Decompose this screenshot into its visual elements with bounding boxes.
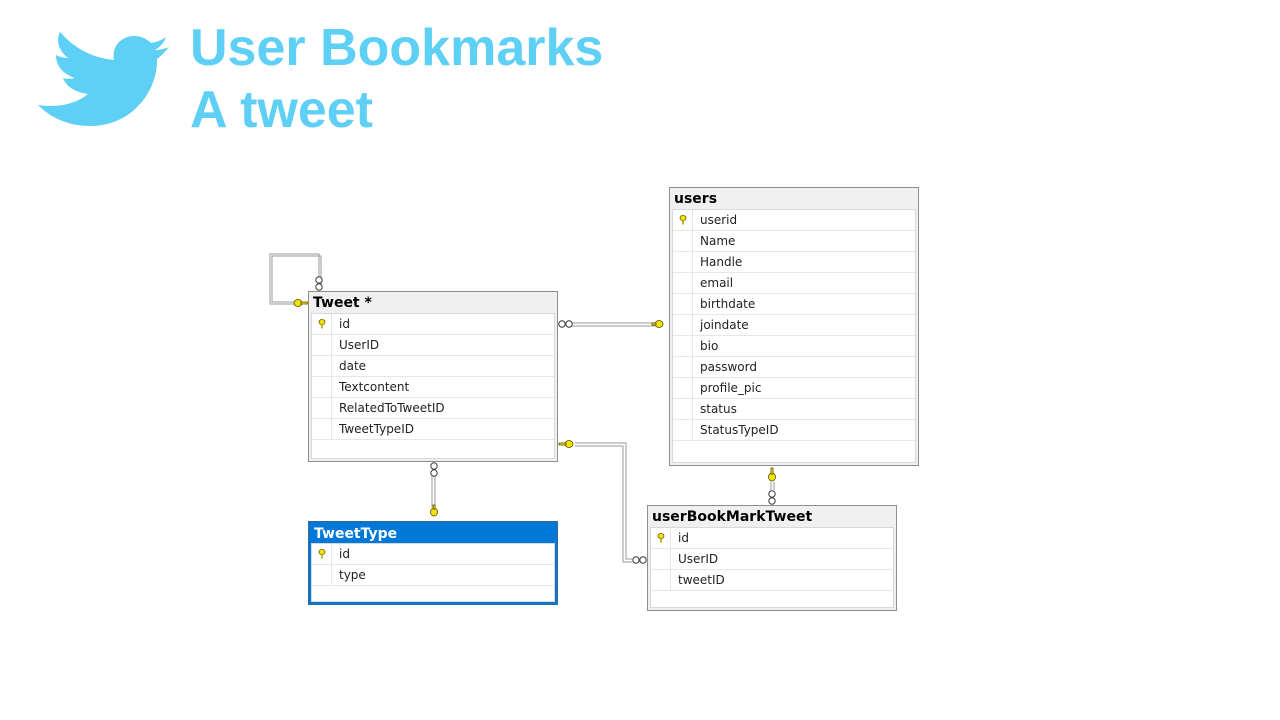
- row-selector[interactable]: [673, 420, 693, 440]
- key-icon: [293, 299, 309, 307]
- column-row[interactable]: Name: [673, 231, 915, 252]
- column-row[interactable]: id: [651, 528, 893, 549]
- table-title: users: [674, 191, 718, 207]
- slide-title: User Bookmarks: [190, 19, 604, 77]
- column-name: bio: [700, 339, 719, 353]
- column-name: Textcontent: [339, 380, 410, 394]
- key-icon: [318, 549, 326, 559]
- column-row[interactable]: type: [312, 565, 554, 586]
- column-row[interactable]: TweetTypeID: [312, 419, 554, 440]
- column-row[interactable]: id: [312, 314, 554, 335]
- row-selector[interactable]: [312, 356, 332, 376]
- row-selector[interactable]: [651, 528, 671, 548]
- column-name: profile_pic: [700, 381, 762, 395]
- bookmark-tweet-line: [575, 442, 632, 560]
- column-row[interactable]: bio: [673, 336, 915, 357]
- column-row[interactable]: Textcontent: [312, 377, 554, 398]
- row-selector[interactable]: [651, 570, 671, 590]
- row-selector[interactable]: [312, 398, 332, 418]
- column-name: type: [339, 568, 366, 582]
- column-row[interactable]: status: [673, 399, 915, 420]
- column-row[interactable]: date: [312, 356, 554, 377]
- row-selector[interactable]: [673, 357, 693, 377]
- column-list: id type: [311, 543, 555, 602]
- row-selector[interactable]: [312, 335, 332, 355]
- column-row[interactable]: UserID: [312, 335, 554, 356]
- column-name: joindate: [700, 318, 749, 332]
- column-row[interactable]: email: [673, 273, 915, 294]
- column-name: date: [339, 359, 367, 373]
- column-name: birthdate: [700, 297, 756, 311]
- row-selector[interactable]: [673, 294, 693, 314]
- key-icon: [318, 319, 326, 329]
- column-name: password: [700, 360, 757, 374]
- row-selector[interactable]: [673, 210, 693, 230]
- infinity-icon: [632, 556, 647, 564]
- column-row[interactable]: userid: [673, 210, 915, 231]
- slide-subtitle: A tweet: [190, 81, 373, 139]
- column-name: UserID: [339, 338, 380, 352]
- row-selector[interactable]: [673, 399, 693, 419]
- row-selector[interactable]: [312, 565, 332, 585]
- key-icon: [430, 504, 438, 517]
- table-title: Tweet *: [313, 295, 372, 311]
- row-selector[interactable]: [673, 252, 693, 272]
- twitter-bird-icon: [38, 32, 169, 126]
- column-row[interactable]: tweetID: [651, 570, 893, 591]
- row-selector[interactable]: [312, 314, 332, 334]
- row-selector[interactable]: [673, 273, 693, 293]
- row-selector[interactable]: [673, 231, 693, 251]
- column-row[interactable]: password: [673, 357, 915, 378]
- row-selector[interactable]: [312, 544, 332, 564]
- key-icon: [651, 320, 664, 328]
- column-name: Name: [700, 234, 736, 248]
- column-row[interactable]: Handle: [673, 252, 915, 273]
- key-icon: [768, 467, 776, 482]
- column-name: userid: [700, 213, 738, 227]
- column-row[interactable]: RelatedToTweetID: [312, 398, 554, 419]
- column-name: status: [700, 402, 737, 416]
- column-row[interactable]: id: [312, 544, 554, 565]
- column-row[interactable]: profile_pic: [673, 378, 915, 399]
- column-row[interactable]: birthdate: [673, 294, 915, 315]
- infinity-icon: [315, 276, 323, 291]
- row-selector[interactable]: [673, 378, 693, 398]
- column-name: StatusTypeID: [700, 423, 779, 437]
- column-name: UserID: [678, 552, 719, 566]
- key-icon: [657, 533, 665, 543]
- row-selector[interactable]: [651, 549, 671, 569]
- table-title: userBookMarkTweet: [652, 509, 813, 525]
- column-name: tweetID: [678, 573, 725, 587]
- column-name: email: [700, 276, 734, 290]
- column-name: id: [339, 547, 350, 561]
- table-title: TweetType: [314, 526, 398, 542]
- column-name: RelatedToTweetID: [339, 401, 445, 415]
- column-name: TweetTypeID: [339, 422, 414, 436]
- column-row[interactable]: StatusTypeID: [673, 420, 915, 441]
- row-selector[interactable]: [673, 315, 693, 335]
- self-relationship-line: [269, 253, 320, 305]
- row-selector[interactable]: [312, 377, 332, 397]
- table-tweettype[interactable]: TweetType id type: [308, 521, 558, 605]
- infinity-icon: [768, 490, 776, 505]
- column-row[interactable]: UserID: [651, 549, 893, 570]
- column-row[interactable]: joindate: [673, 315, 915, 336]
- key-icon: [679, 215, 687, 225]
- column-name: id: [678, 531, 689, 545]
- column-name: Handle: [700, 255, 743, 269]
- row-selector[interactable]: [673, 336, 693, 356]
- row-selector[interactable]: [312, 419, 332, 439]
- infinity-icon: [430, 462, 438, 477]
- column-name: id: [339, 317, 350, 331]
- infinity-icon: [558, 320, 573, 328]
- key-icon: [558, 440, 574, 448]
